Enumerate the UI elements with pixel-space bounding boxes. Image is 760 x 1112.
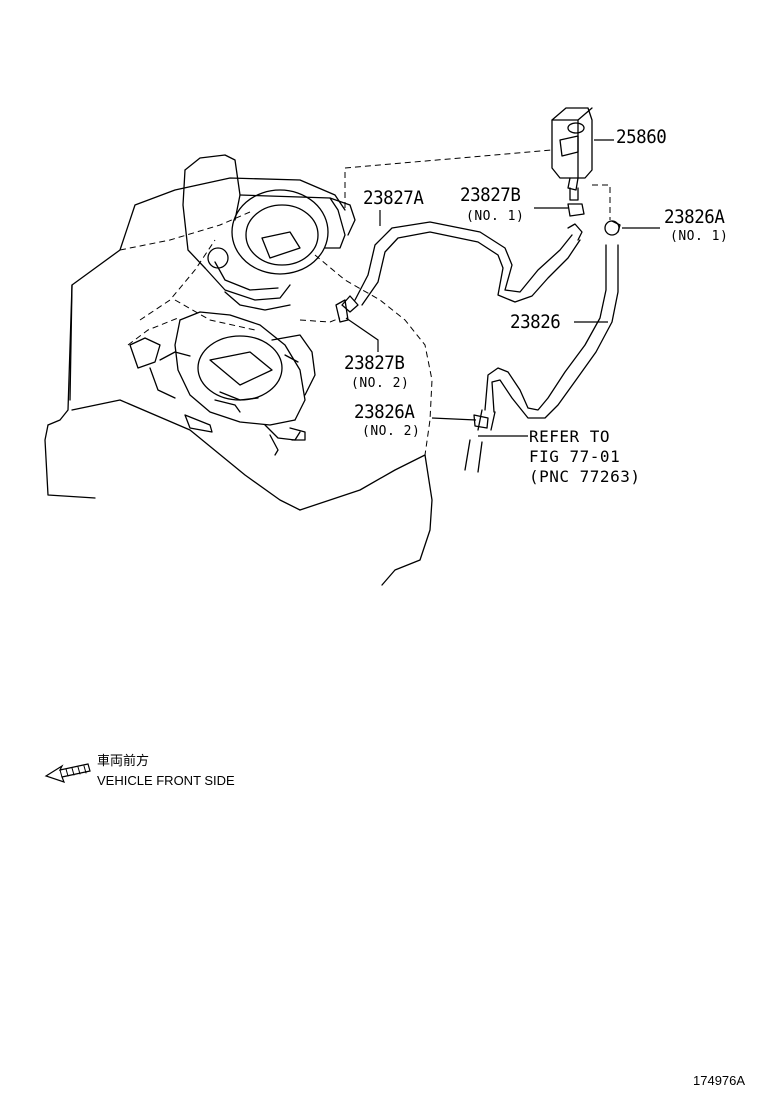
part-label-23826A-no1[interactable]: 23826A bbox=[664, 206, 725, 228]
part-sublabel-23826A-no1: (NO. 1) bbox=[670, 229, 729, 244]
refer-line-2: FIG 77-01 bbox=[529, 447, 621, 466]
part-sublabel-23826A-no2: (NO. 2) bbox=[362, 424, 421, 439]
engine-assembly-drawing bbox=[44, 154, 433, 586]
refer-note[interactable]: REFER TO FIG 77-01 (PNC 77263) bbox=[529, 427, 640, 487]
part-sublabel-23827B-no2: (NO. 2) bbox=[351, 376, 410, 391]
dashed-connections bbox=[344, 149, 611, 220]
figure-number: 174976A bbox=[693, 1073, 746, 1088]
part-label-23827B-no1[interactable]: 23827B bbox=[460, 184, 521, 206]
legend-english: VEHICLE FRONT SIDE bbox=[97, 773, 235, 788]
refer-line-3: (PNC 77263) bbox=[529, 467, 641, 486]
part-label-23826[interactable]: 23826 bbox=[510, 311, 561, 333]
part-label-25860[interactable]: 25860 bbox=[616, 126, 667, 148]
leader-lines bbox=[345, 139, 660, 437]
part-label-23827B-no2[interactable]: 23827B bbox=[344, 352, 405, 374]
part-label-23827A[interactable]: 23827A bbox=[363, 187, 424, 209]
part-sublabel-23827B-no1: (NO. 1) bbox=[466, 209, 525, 224]
hoses bbox=[341, 221, 619, 473]
part-label-23826A-no2[interactable]: 23826A bbox=[354, 401, 415, 423]
component-25860 bbox=[551, 107, 593, 201]
refer-line-1: REFER TO bbox=[529, 427, 611, 446]
vehicle-front-arrow-icon bbox=[44, 763, 91, 783]
legend-japanese: 車両前方 bbox=[97, 753, 150, 768]
clips bbox=[335, 203, 621, 429]
